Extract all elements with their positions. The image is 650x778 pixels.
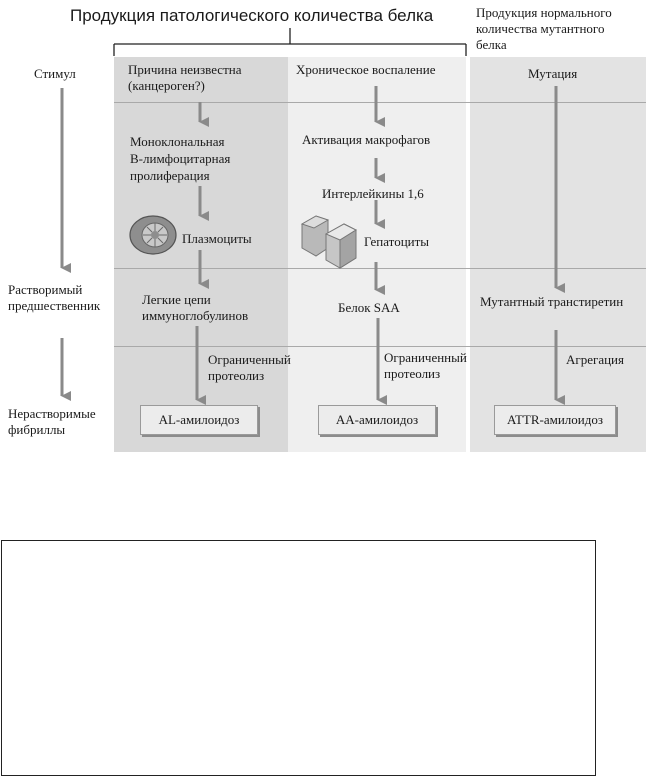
attr-cause-label: Мутация: [528, 66, 578, 81]
row-label-insoluble-line2: фибриллы: [8, 422, 66, 437]
aa-process-line2: протеолиз: [384, 366, 441, 381]
row-label-soluble-line1: Растворимый: [8, 282, 83, 297]
aa-cause-label: Хроническое воспаление: [296, 62, 436, 77]
row-divider-stimulus: [114, 102, 646, 103]
attr-process-label: Агрегация: [566, 352, 624, 367]
normal-production-title-line2: количества мутантного: [476, 21, 605, 36]
plasma-cell-icon: [129, 215, 177, 255]
aa-amyloidosis-box: AA-амилоидоз: [318, 405, 436, 435]
al-precursor-line2: иммуноглобулинов: [142, 308, 249, 323]
row-divider-fibrils: [114, 346, 646, 347]
al-proliferation-line3: пролиферация: [130, 168, 210, 183]
pathological-production-title: Продукция патологического количества бел…: [70, 6, 434, 25]
al-proliferation-line2: B-лимфоцитарная: [130, 151, 231, 166]
normal-production-title-line1: Продукция нормального: [476, 5, 612, 20]
row-divider-precursor: [114, 268, 646, 269]
attr-column-panel: [470, 57, 646, 452]
al-cause-line1: Причина неизвестна: [128, 62, 242, 77]
attr-amyloidosis-box: ATTR-амилоидоз: [494, 405, 616, 435]
aa-process-line1: Ограниченный: [384, 350, 467, 365]
al-process-line2: протеолиз: [208, 368, 265, 383]
aa-interleukins-label: Интерлейкины 1,6: [322, 186, 424, 201]
al-proliferation-line1: Моноклональная: [130, 134, 225, 149]
al-cause-line2: (канцероген?): [128, 78, 205, 93]
al-process-line1: Ограниченный: [208, 352, 291, 367]
normal-production-title-line3: белка: [476, 37, 507, 52]
header-bracket: [113, 28, 467, 56]
al-cells-label: Плазмоциты: [182, 231, 252, 246]
aa-precursor-label: Белок SAA: [338, 300, 400, 315]
aa-activation-label: Активация макрофагов: [302, 132, 431, 147]
row-label-insoluble-line1: Нерастворимые: [8, 406, 96, 421]
attr-precursor-label: Мутантный транстиретин: [480, 294, 624, 309]
aa-cells-label: Гепатоциты: [364, 234, 430, 249]
row-label-soluble-line2: предшественник: [8, 298, 101, 313]
hepatocytes-icon: [300, 215, 358, 269]
al-precursor-line1: Легкие цепи: [142, 292, 211, 307]
al-amyloidosis-box: AL-амилоидоз: [140, 405, 258, 435]
empty-frame: [1, 540, 596, 776]
row-label-stimulus: Стимул: [34, 66, 76, 81]
